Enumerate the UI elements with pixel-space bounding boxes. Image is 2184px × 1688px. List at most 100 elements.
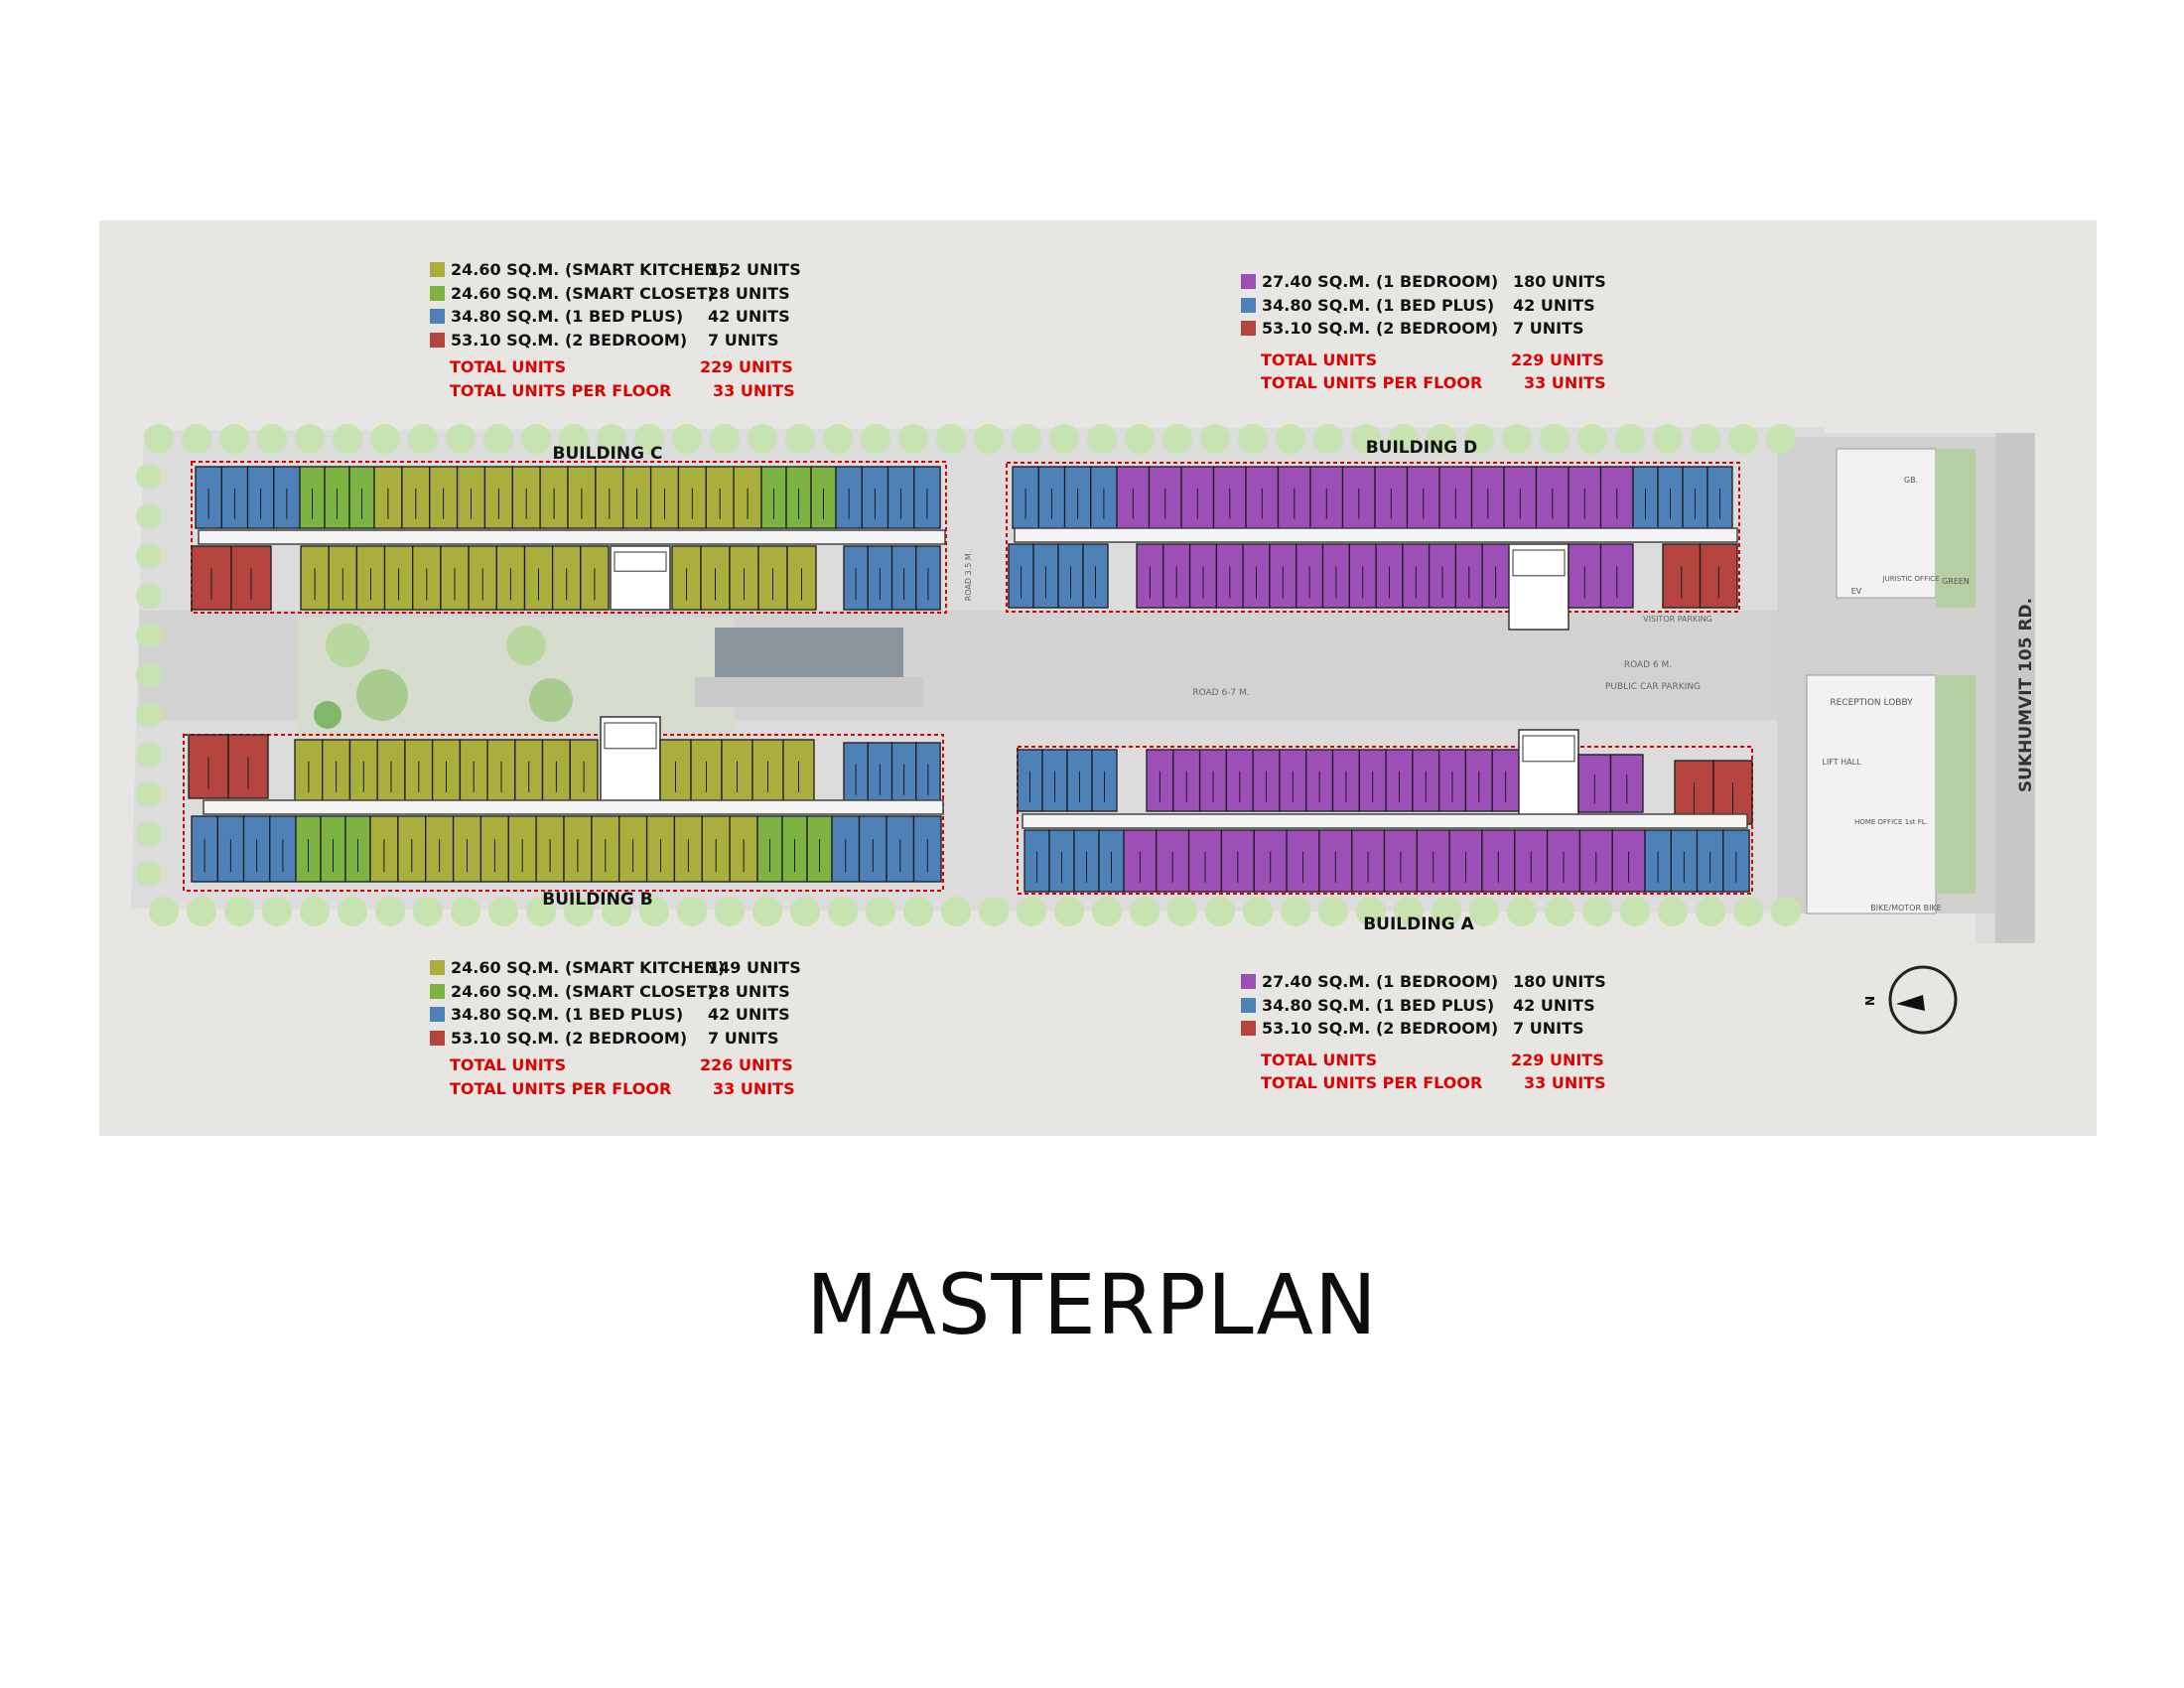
tree (1691, 424, 1720, 454)
legend-label: 53.10 SQ.M. (2 BEDROOM) (1262, 319, 1499, 338)
tree (634, 424, 664, 454)
legend-label: 53.10 SQ.M. (2 BEDROOM) (451, 1028, 688, 1048)
legend-row: 34.80 SQ.M. (1 BED PLUS)42 UNITS (430, 1003, 790, 1027)
legend-swatch (1241, 274, 1256, 289)
legend-label: 34.80 SQ.M. (1 BED PLUS) (451, 1005, 684, 1024)
tree (262, 897, 292, 926)
tree (1276, 424, 1305, 454)
tree (898, 424, 928, 454)
tree (672, 424, 702, 454)
tree (602, 897, 631, 926)
lift-core (1518, 729, 1579, 816)
building-outline (191, 461, 947, 614)
tree (300, 897, 330, 926)
tree (1620, 897, 1650, 926)
tree (752, 897, 782, 926)
tree (1615, 424, 1645, 454)
legend-count: 42 UNITS (708, 307, 790, 326)
tree (677, 897, 707, 926)
tree (1653, 424, 1683, 454)
legend-count: 7 UNITS (708, 330, 779, 350)
tree (936, 424, 966, 454)
legend-count: 42 UNITS (1513, 995, 1595, 1015)
tree (408, 424, 438, 454)
gb-label: GB. (1904, 476, 1918, 485)
road-3-5-label: ROAD 3.5 M. (964, 551, 973, 602)
tree (1243, 897, 1273, 926)
tree (597, 424, 626, 454)
legend-swatch (1241, 997, 1256, 1013)
tree (828, 897, 858, 926)
tree (710, 424, 740, 454)
north-label: N (1863, 996, 1877, 1006)
per-floor-label: TOTAL UNITS PER FLOOR (450, 380, 672, 400)
legend-swatch (1241, 321, 1256, 336)
tree (903, 897, 933, 926)
tree (370, 424, 400, 454)
tree (790, 897, 820, 926)
total-units-label: TOTAL UNITS (1261, 1050, 1378, 1069)
per-floor-label: TOTAL UNITS PER FLOOR (1261, 1073, 1483, 1092)
tree (1464, 424, 1494, 454)
tree (136, 464, 162, 490)
green-label: GREEN (1942, 577, 1970, 586)
sukhumvit-road (1995, 433, 2035, 943)
tree (257, 424, 287, 454)
tree (136, 821, 162, 847)
building-b-label: BUILDING B (542, 890, 652, 910)
legend-count: 149 UNITS (708, 958, 801, 977)
tree (149, 897, 179, 926)
tree (219, 424, 249, 454)
tree (1167, 897, 1197, 926)
legend-swatch (1241, 297, 1256, 313)
legend-swatch (430, 309, 445, 324)
tree (1200, 424, 1230, 454)
legend-swatch (1241, 1021, 1256, 1036)
pool (715, 628, 903, 677)
legend-row: 53.10 SQ.M. (2 BEDROOM)7 UNITS (430, 329, 787, 352)
tree (715, 897, 745, 926)
road-6-label: ROAD 6 M. (1624, 660, 1672, 670)
building-c-label: BUILDING C (553, 444, 663, 464)
legend-row: 53.10 SQ.M. (2 BEDROOM)7 UNITS (1241, 1017, 1598, 1041)
legend-swatch (430, 1030, 445, 1046)
legend-label: 27.40 SQ.M. (1 BEDROOM) (1262, 972, 1499, 991)
tree (136, 583, 162, 609)
tree (1389, 424, 1419, 454)
per-floor-label: TOTAL UNITS PER FLOOR (450, 1078, 672, 1098)
garden-trees (314, 624, 573, 729)
reception-building (1806, 674, 1937, 914)
tree (1092, 897, 1122, 926)
tree (1658, 897, 1688, 926)
legend-swatch (430, 960, 445, 975)
tree (866, 897, 895, 926)
tree (187, 897, 216, 926)
total-units-label: TOTAL UNITS (1261, 350, 1378, 369)
tree (861, 424, 890, 454)
tree (823, 424, 853, 454)
lift-core (610, 545, 671, 611)
tree (1696, 897, 1725, 926)
building-d-plan (1006, 462, 1740, 631)
legend-row: 24.60 SQ.M. (SMART CLOSET)28 UNITS (430, 282, 790, 306)
legend-count: 28 UNITS (708, 283, 790, 303)
tree (1394, 897, 1424, 926)
tree (136, 623, 162, 648)
tree (941, 897, 971, 926)
total-units-label: TOTAL UNITS (450, 1055, 567, 1074)
tree (1351, 424, 1381, 454)
legend-count: 180 UNITS (1513, 272, 1606, 291)
bike-label: BIKE/MOTOR BIKE (1870, 904, 1941, 913)
visitor-parking-label: VISITOR PARKING (1643, 615, 1712, 624)
legend-swatch (430, 983, 445, 999)
tree (488, 897, 518, 926)
reception-lobby-label: RECEPTION LOBBY (1830, 698, 1913, 708)
tree (136, 742, 162, 768)
tree (1087, 424, 1117, 454)
tree (338, 897, 367, 926)
legend-count: 28 UNITS (708, 981, 790, 1001)
tree (136, 861, 162, 887)
tree (1017, 897, 1046, 926)
legend-count: 42 UNITS (1513, 295, 1595, 315)
